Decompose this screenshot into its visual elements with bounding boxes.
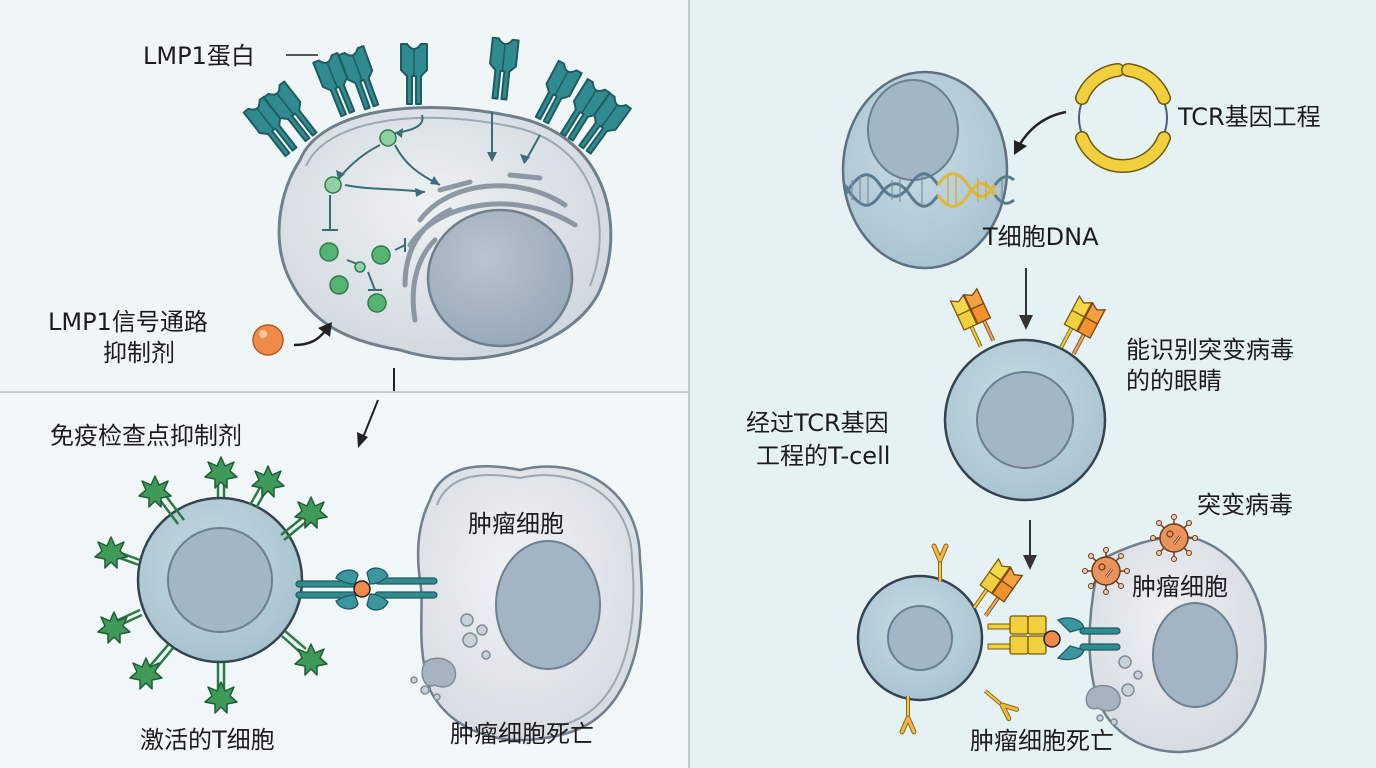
mutant-virus-label: 突变病毒 xyxy=(1197,491,1293,519)
signaling-molecules xyxy=(319,129,397,313)
dna-base-pairs xyxy=(851,176,1003,204)
inhibitor-label-line2: 抑制剂 xyxy=(103,339,175,367)
panel-c-illustration xyxy=(841,63,1267,754)
recognition-label-line2: 的的眼睛 xyxy=(1126,367,1222,395)
dna-helix xyxy=(843,172,1015,208)
tumor-cell xyxy=(416,465,643,742)
panel-lmp1-signaling: LMP1蛋白 LMP1信号通路 抑制剂 xyxy=(0,0,688,392)
cell-debris xyxy=(410,613,491,701)
tcr-mhc-binding xyxy=(987,615,1121,661)
pd1-pdl1-blockade xyxy=(295,567,438,611)
panel-a-illustration xyxy=(242,36,632,392)
tumor-cell-label-c: 肿瘤细胞 xyxy=(1132,573,1228,601)
tumor-death-label-c: 肿瘤细胞死亡 xyxy=(970,727,1114,755)
checkpoint-inhibitor-label: 免疫检查点抑制剂 xyxy=(50,422,242,450)
nucleus xyxy=(426,208,574,348)
panel-checkpoint-inhibitor: 免疫检查点抑制剂 肿瘤细胞 激活的T细胞 肿瘤细胞死亡 xyxy=(0,393,688,768)
tumor-death-label: 肿瘤细胞死亡 xyxy=(450,720,594,748)
horizontal-divider xyxy=(0,391,688,393)
inhibitor-label-line1: LMP1信号通路 xyxy=(48,308,208,336)
recognition-label-line1: 能识别突变病毒 xyxy=(1126,336,1294,364)
engineered-t-cell-label-line1: 经过TCR基因 xyxy=(746,409,889,437)
engineered-t-cell xyxy=(943,338,1107,502)
panel-tcr-engineering: TCR基因工程 T细胞DNA 能识别突变病毒 的的眼睛 经过TCR基因 工程的T… xyxy=(690,0,1376,768)
vertical-divider xyxy=(688,0,690,768)
plasmid-insertion-arrow xyxy=(1018,110,1067,145)
activated-t-cell-label: 激活的T细胞 xyxy=(140,726,275,754)
cell-debris-c xyxy=(1085,655,1143,726)
inhibitor-molecule xyxy=(252,324,284,356)
inhibitor-arrow xyxy=(293,329,327,347)
tumor-cell-label: 肿瘤细胞 xyxy=(468,510,564,538)
tcr-engineering-label: TCR基因工程 xyxy=(1178,103,1321,131)
tcr-gene-plasmid xyxy=(1075,63,1171,174)
engineered-t-cell-label-line2: 工程的T-cell xyxy=(756,442,891,470)
panel-b-illustration xyxy=(94,399,643,742)
engineered-t-cell-attacking xyxy=(856,574,984,702)
endoplasmic-reticulum xyxy=(402,172,578,323)
tumor-cell-with-virus xyxy=(1088,535,1267,754)
t-cell-dna-label: T细胞DNA xyxy=(983,223,1099,251)
t-cell-with-dna xyxy=(841,70,1009,270)
lmp1-protein-label: LMP1蛋白 xyxy=(143,42,255,70)
activated-t-cell xyxy=(136,496,304,664)
